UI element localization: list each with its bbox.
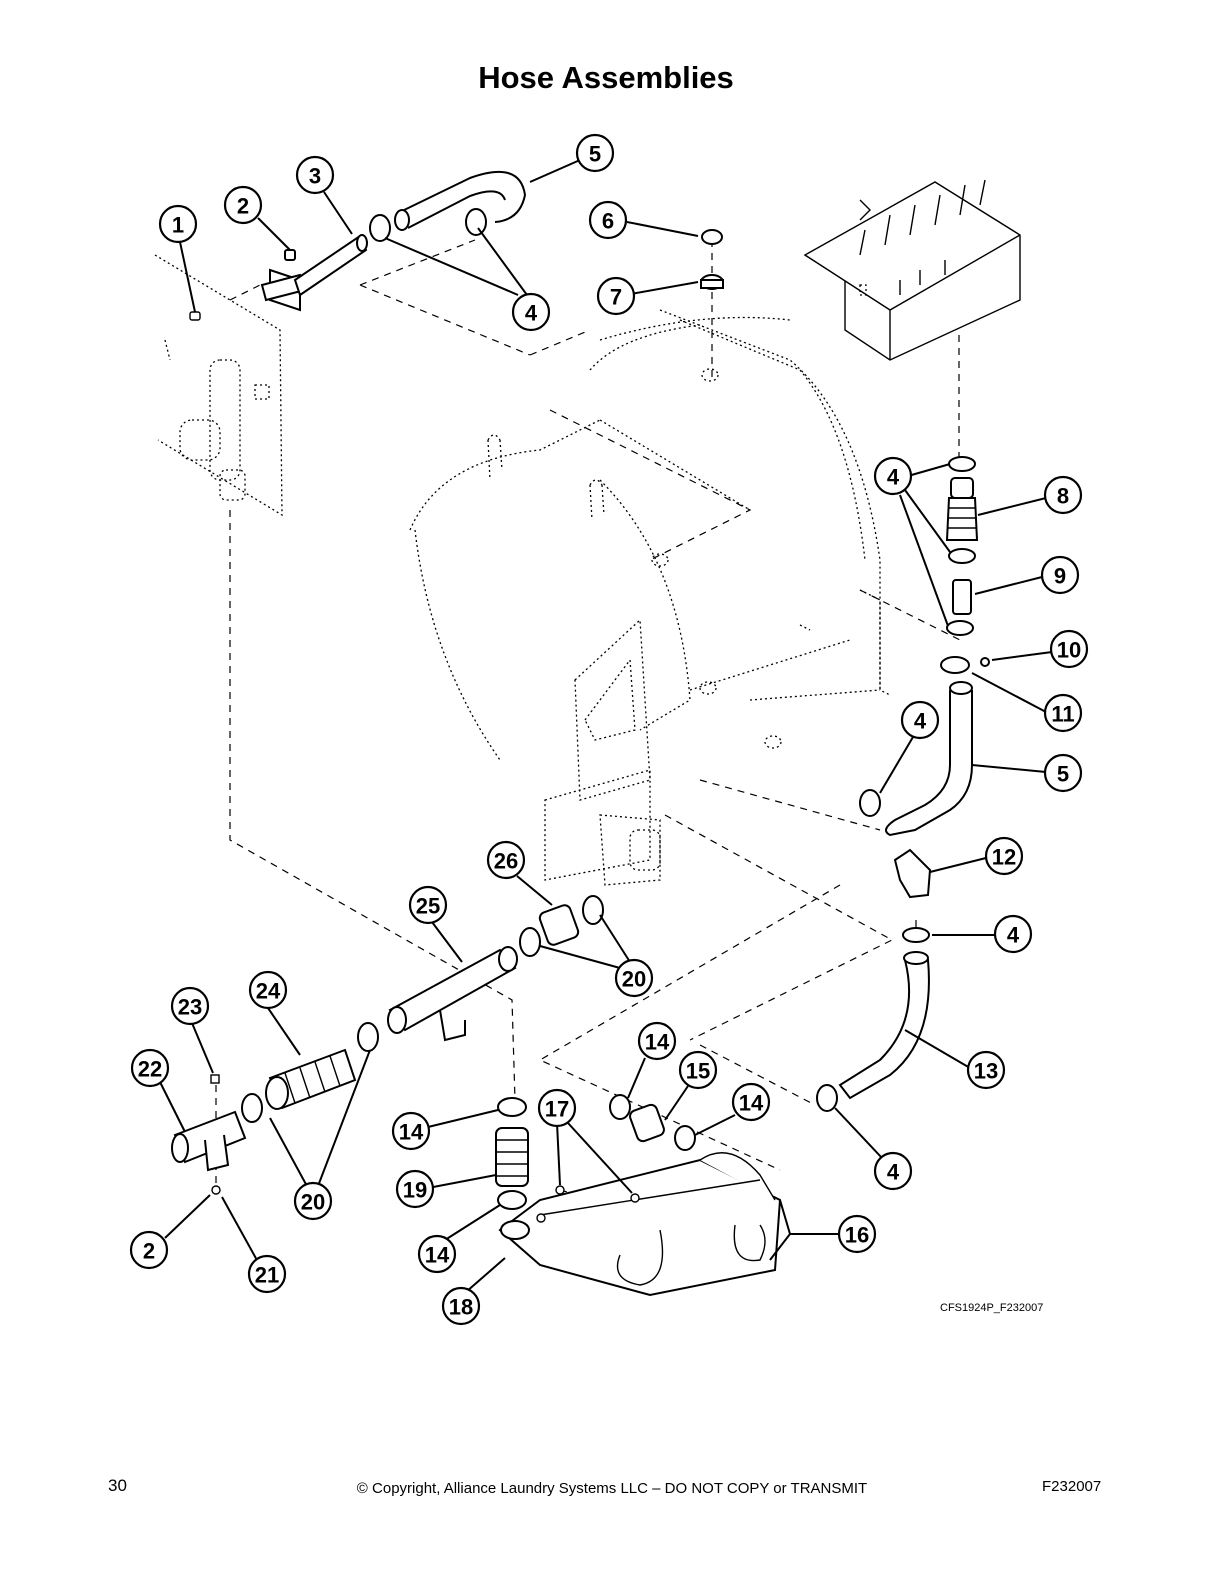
page-number: 30: [108, 1476, 127, 1495]
svg-text:12: 12: [992, 845, 1016, 870]
svg-text:9: 9: [1054, 564, 1066, 589]
parts: [171, 170, 990, 1297]
svg-text:4: 4: [525, 301, 538, 326]
svg-text:13: 13: [974, 1059, 998, 1084]
callout-5-right: 5: [1043, 753, 1083, 793]
svg-text:25: 25: [416, 894, 440, 919]
svg-text:15: 15: [686, 1059, 710, 1084]
callout-23: 23: [170, 986, 210, 1026]
svg-text:24: 24: [256, 979, 281, 1004]
svg-text:8: 8: [1057, 484, 1069, 509]
svg-text:3: 3: [309, 164, 321, 189]
svg-text:11: 11: [1051, 702, 1074, 727]
svg-text:18: 18: [449, 1295, 473, 1320]
callout-5-top: 5: [575, 133, 615, 173]
svg-text:2: 2: [237, 194, 249, 219]
svg-text:7: 7: [610, 285, 622, 310]
svg-text:23: 23: [178, 995, 202, 1020]
callout-26: 26: [486, 840, 526, 880]
callout-25: 25: [408, 885, 448, 925]
callout-9: 9: [1040, 555, 1080, 595]
callout-17: 17: [537, 1088, 577, 1128]
callout-8: 8: [1043, 475, 1083, 515]
svg-text:26: 26: [494, 849, 518, 874]
svg-text:4: 4: [887, 1160, 900, 1185]
callout-20-upper: 20: [614, 958, 654, 998]
callout-10: 10: [1049, 629, 1089, 669]
callout-11: 11: [1043, 693, 1083, 733]
callout-16: 16: [837, 1214, 877, 1254]
leader-lines: [159, 159, 1053, 1293]
copyright-notice: © Copyright, Alliance Laundry Systems LL…: [356, 1480, 868, 1497]
callout-13: 13: [966, 1050, 1006, 1090]
svg-text:5: 5: [589, 142, 601, 167]
svg-text:6: 6: [602, 209, 614, 234]
callout-4-bottom-right: 4: [873, 1151, 913, 1191]
svg-text:21: 21: [255, 1263, 279, 1288]
svg-text:14: 14: [645, 1030, 670, 1055]
svg-text:22: 22: [138, 1057, 162, 1082]
svg-text:2: 2: [143, 1239, 155, 1264]
svg-text:19: 19: [403, 1178, 427, 1203]
svg-text:14: 14: [739, 1091, 764, 1116]
callout-4-right-lower: 4: [993, 914, 1033, 954]
callout-4-right-upper: 4: [873, 456, 913, 496]
callout-20-lower: 20: [293, 1181, 333, 1221]
callout-6: 6: [588, 200, 628, 240]
callout-18: 18: [441, 1286, 481, 1326]
callout-2-top: 2: [223, 185, 263, 225]
svg-text:4: 4: [887, 465, 900, 490]
svg-text:17: 17: [545, 1097, 569, 1122]
page-title: Hose Assemblies: [478, 60, 734, 95]
svg-text:16: 16: [845, 1223, 869, 1248]
svg-text:10: 10: [1057, 638, 1081, 663]
svg-text:4: 4: [1007, 923, 1020, 948]
svg-text:14: 14: [399, 1120, 424, 1145]
callout-22: 22: [130, 1048, 170, 1088]
callout-14-right: 14: [731, 1082, 771, 1122]
document-number: F232007: [1042, 1478, 1102, 1495]
svg-text:14: 14: [425, 1243, 450, 1268]
callout-14-left-upper: 14: [391, 1111, 431, 1151]
svg-text:20: 20: [301, 1190, 325, 1215]
callout-12: 12: [984, 836, 1024, 876]
callout-21: 21: [247, 1254, 287, 1294]
callout-14-upper-right: 14: [637, 1021, 677, 1061]
callout-2-bottom: 2: [129, 1230, 169, 1270]
callout-4-top: 4: [511, 292, 551, 332]
drawing-code: CFS1924P_F232007: [940, 1302, 1044, 1314]
callout-19: 19: [395, 1169, 435, 1209]
svg-text:4: 4: [914, 709, 927, 734]
svg-text:5: 5: [1057, 762, 1069, 787]
callout-24: 24: [248, 970, 288, 1010]
callout-7: 7: [596, 276, 636, 316]
callout-14-left-lower: 14: [417, 1234, 457, 1274]
callout-3: 3: [295, 155, 335, 195]
callout-4-right-mid: 4: [900, 700, 940, 740]
svg-text:20: 20: [622, 967, 646, 992]
callout-1: 1: [158, 204, 198, 244]
svg-text:1: 1: [172, 213, 184, 238]
machine-outline: [154, 179, 1021, 886]
callout-15: 15: [678, 1050, 718, 1090]
